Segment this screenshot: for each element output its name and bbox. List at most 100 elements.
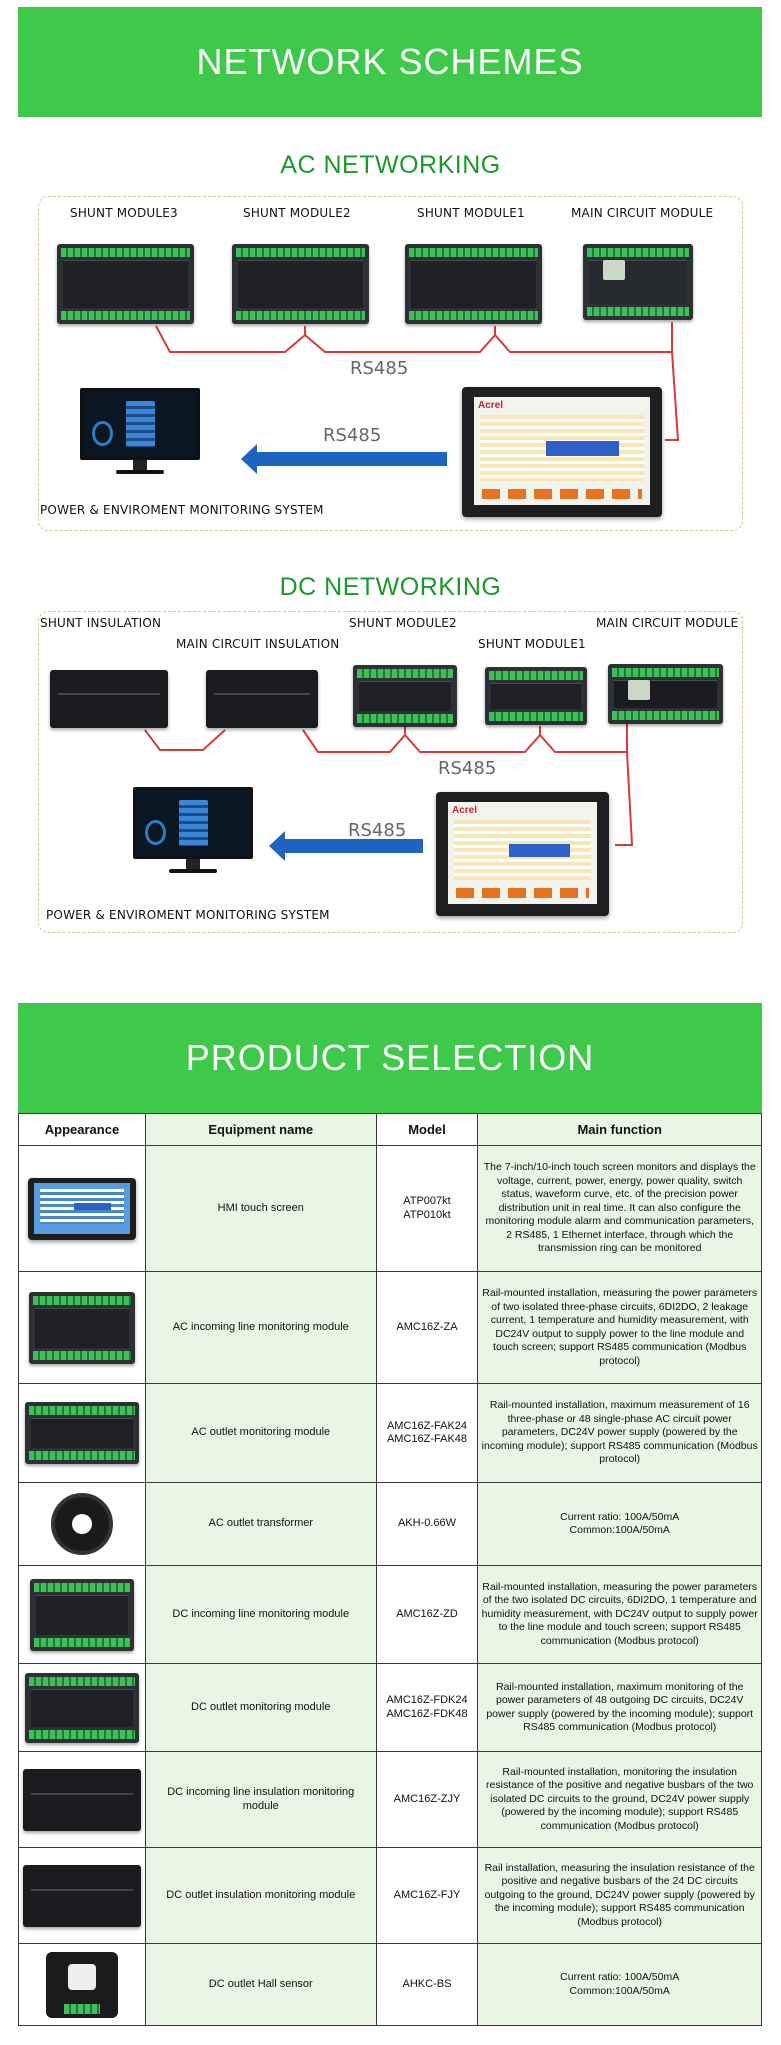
dc-outlet-insulation-module-photo <box>22 1864 141 1927</box>
model-cell: AKH-0.66W <box>375 1482 479 1566</box>
table-row: DC outlet Hall sensor AHKC-BS Current ra… <box>18 1943 762 2026</box>
dc-label-main-circuit-insulation: MAIN CIRCUIT INSULATION <box>176 637 340 651</box>
ac-outlet-module-photo <box>24 1402 139 1464</box>
model-text: AMC16Z-FAK24 AMC16Z-FAK48 <box>386 1419 468 1446</box>
dc-rs485-arrow-label: RS485 <box>348 820 407 841</box>
equipment-name-cell: AC outlet monitoring module <box>144 1383 377 1483</box>
dc-label-main-circuit-module: MAIN CIRCUIT MODULE <box>596 616 739 630</box>
table-row: AC outlet transformer AKH-0.66W Current … <box>18 1482 762 1566</box>
product-selection-banner: PRODUCT SELECTION <box>18 1003 762 1113</box>
appearance-cell <box>18 1145 146 1272</box>
header-model: Model <box>375 1113 479 1146</box>
table-row: DC outlet insulation monitoring module A… <box>18 1847 762 1944</box>
product-selection-table: Appearance Equipment name Model Main fun… <box>18 1113 762 2026</box>
ac-main-circuit-module-image <box>583 244 693 320</box>
dc-incoming-module-photo <box>29 1578 134 1651</box>
ac-rs485-arrow <box>241 444 447 474</box>
header-main-function: Main function <box>477 1113 762 1146</box>
dc-label-shunt-insulation: SHUNT INSULATION <box>40 616 162 630</box>
dc-monitoring-pc-image <box>133 787 253 875</box>
dc-networking-title: DC NETWORKING <box>279 573 502 601</box>
equipment-name-cell: HMI touch screen <box>144 1145 377 1272</box>
main-function-cell: Rail-mounted installation, monitoring th… <box>477 1751 762 1848</box>
dc-main-circuit-module-image <box>608 664 723 724</box>
ac-incoming-module-photo <box>28 1291 135 1364</box>
model-text: ATP007kt ATP010kt <box>403 1195 451 1221</box>
main-function-cell: The 7-inch/10-inch touch screen monitors… <box>477 1145 762 1272</box>
appearance-cell <box>18 1943 146 2026</box>
appearance-cell <box>18 1482 146 1566</box>
ac-hmi-touch-screen-image: Acrel <box>462 387 662 517</box>
ac-rs485-arrow-label: RS485 <box>323 425 382 446</box>
model-text: AMC16Z-ZD <box>396 1607 458 1620</box>
main-function-cell: Rail-mounted installation, measuring the… <box>477 1565 762 1664</box>
model-text: AMC16Z-ZJY <box>393 1792 461 1805</box>
table-row: AC incoming line monitoring module AMC16… <box>18 1271 762 1384</box>
function-text: Current ratio: 100A/50mA Common:100A/50m… <box>560 1971 680 1997</box>
main-function-cell: Current ratio: 100A/50mA Common:100A/50m… <box>477 1943 762 2026</box>
dc-hmi-touch-screen-image: Acrel <box>436 792 609 916</box>
ac-outlet-transformer-photo <box>50 1493 113 1555</box>
function-text: Current ratio: 100A/50mA Common:100A/50m… <box>560 1510 680 1537</box>
header-appearance: Appearance <box>18 1113 146 1146</box>
main-function-cell: Rail installation, measuring the insulat… <box>477 1847 762 1944</box>
equipment-name-cell: AC outlet transformer <box>144 1482 377 1566</box>
dc-label-shunt-module2: SHUNT MODULE2 <box>349 616 457 630</box>
main-function-cell: Rail-mounted installation, maximum measu… <box>477 1383 762 1483</box>
dc-shunt-module2-image <box>353 665 457 727</box>
model-cell: AMC16Z-FAK24 AMC16Z-FAK48 <box>375 1383 479 1483</box>
appearance-cell <box>18 1271 146 1384</box>
model-text: AMC16Z-FJY <box>393 1888 461 1901</box>
table-row: DC incoming line monitoring module AMC16… <box>18 1565 762 1664</box>
dc-hmi-logo: Acrel <box>452 805 478 816</box>
appearance-cell <box>18 1751 146 1848</box>
dc-outlet-module-photo <box>24 1672 139 1743</box>
model-text: AKH-0.66W <box>397 1517 457 1530</box>
main-function-cell: Rail-mounted installation, measuring the… <box>477 1271 762 1384</box>
appearance-cell <box>18 1565 146 1664</box>
equipment-name-cell: DC outlet monitoring module <box>144 1663 377 1752</box>
dc-shunt-insulation-image <box>50 670 168 728</box>
equipment-name-cell: DC outlet insulation monitoring module <box>144 1847 377 1944</box>
model-cell: ATP007kt ATP010kt <box>375 1145 479 1272</box>
ac-label-shunt-module2: SHUNT MODULE2 <box>243 206 351 220</box>
product-selection-title: PRODUCT SELECTION <box>185 1037 595 1078</box>
table-row: DC incoming line insulation monitoring m… <box>18 1751 762 1848</box>
equipment-name-cell: DC incoming line monitoring module <box>144 1565 377 1664</box>
dc-hall-sensor-photo <box>45 1951 118 2018</box>
model-text: AMC16Z-FDK24 AMC16Z-FDK48 <box>386 1694 468 1720</box>
main-function-cell: Current ratio: 100A/50mA Common:100A/50m… <box>477 1482 762 1566</box>
network-schemes-title: NETWORK SCHEMES <box>196 41 584 82</box>
hmi-touch-screen-photo <box>27 1177 136 1240</box>
model-cell: AMC16Z-ZJY <box>375 1751 479 1848</box>
dc-network-diagram <box>38 611 743 933</box>
network-schemes-banner: NETWORK SCHEMES <box>18 7 762 117</box>
ac-label-shunt-module1: SHUNT MODULE1 <box>417 206 525 220</box>
dc-shunt-module1-image <box>485 667 587 725</box>
equipment-name-cell: DC incoming line insulation monitoring m… <box>144 1751 377 1848</box>
dc-main-circuit-insulation-image <box>206 670 318 728</box>
ac-rs485-bus-label: RS485 <box>350 358 409 379</box>
equipment-name-cell: DC outlet Hall sensor <box>144 1943 377 2026</box>
dc-rs485-arrow <box>269 831 423 861</box>
ac-network-diagram <box>38 196 743 531</box>
model-cell: AMC16Z-FJY <box>375 1847 479 1944</box>
model-cell: AMC16Z-ZA <box>375 1271 479 1384</box>
ac-label-shunt-module3: SHUNT MODULE3 <box>70 206 178 220</box>
ac-shunt-module3-image <box>57 244 194 324</box>
model-cell: AMC16Z-FDK24 AMC16Z-FDK48 <box>375 1663 479 1752</box>
ac-monitoring-pc-image <box>80 388 200 476</box>
model-cell: AMC16Z-ZD <box>375 1565 479 1664</box>
model-cell: AHKC-BS <box>375 1943 479 2026</box>
table-row: HMI touch screen ATP007kt ATP010kt The 7… <box>18 1145 762 1272</box>
ac-shunt-module2-image <box>232 244 369 324</box>
dc-rs485-bus-label: RS485 <box>438 758 497 779</box>
table-row: DC outlet monitoring module AMC16Z-FDK24… <box>18 1663 762 1752</box>
ac-monitoring-system-label: POWER & ENVIROMENT MONITORING SYSTEM <box>40 503 324 517</box>
ac-hmi-logo: Acrel <box>478 400 504 411</box>
table-header-row: Appearance Equipment name Model Main fun… <box>18 1113 762 1146</box>
header-equipment-name: Equipment name <box>144 1113 377 1146</box>
ac-shunt-module1-image <box>405 244 542 324</box>
